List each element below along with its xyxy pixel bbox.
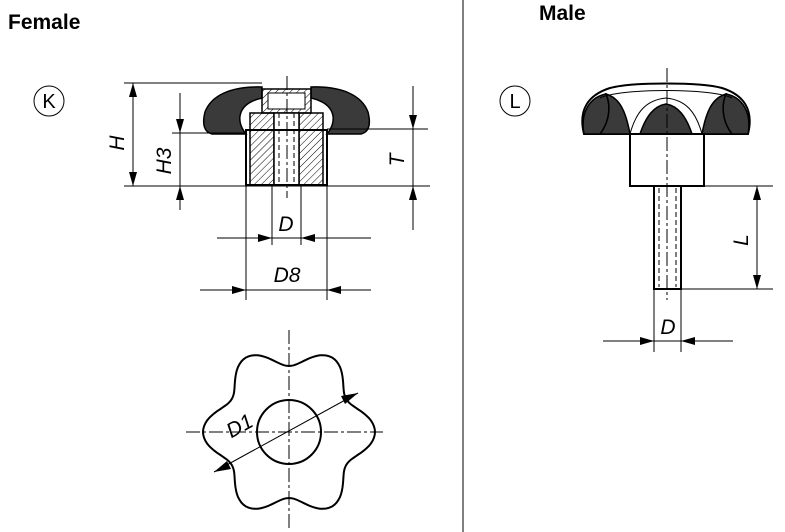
dim-d-female-label: D — [278, 213, 293, 236]
dim-h: H — [106, 83, 137, 186]
variant-l-marker: L — [499, 85, 531, 117]
male-heading: Male — [539, 2, 586, 25]
female-knob-top-view: D1 — [186, 330, 383, 530]
dim-h3: H3 — [153, 93, 184, 210]
dim-d8-label: D8 — [274, 264, 301, 287]
dim-l-label: L — [730, 234, 753, 246]
dim-d-male: D — [603, 316, 733, 345]
dim-t: T — [386, 86, 417, 230]
dim-l: L — [730, 186, 761, 289]
female-heading: Female — [8, 11, 80, 34]
variant-l-letter: L — [509, 91, 520, 113]
dim-t-label: T — [386, 151, 409, 166]
dim-d-female: D — [217, 213, 371, 242]
dim-d8: D8 — [200, 264, 371, 294]
dim-h3-label: H3 — [153, 147, 176, 174]
dim-d1-label: D1 — [223, 410, 258, 443]
dim-d-male-label: D — [660, 316, 675, 339]
variant-k-letter: K — [42, 91, 56, 113]
dim-h-label: H — [106, 135, 129, 151]
variant-k-marker: K — [33, 85, 65, 117]
